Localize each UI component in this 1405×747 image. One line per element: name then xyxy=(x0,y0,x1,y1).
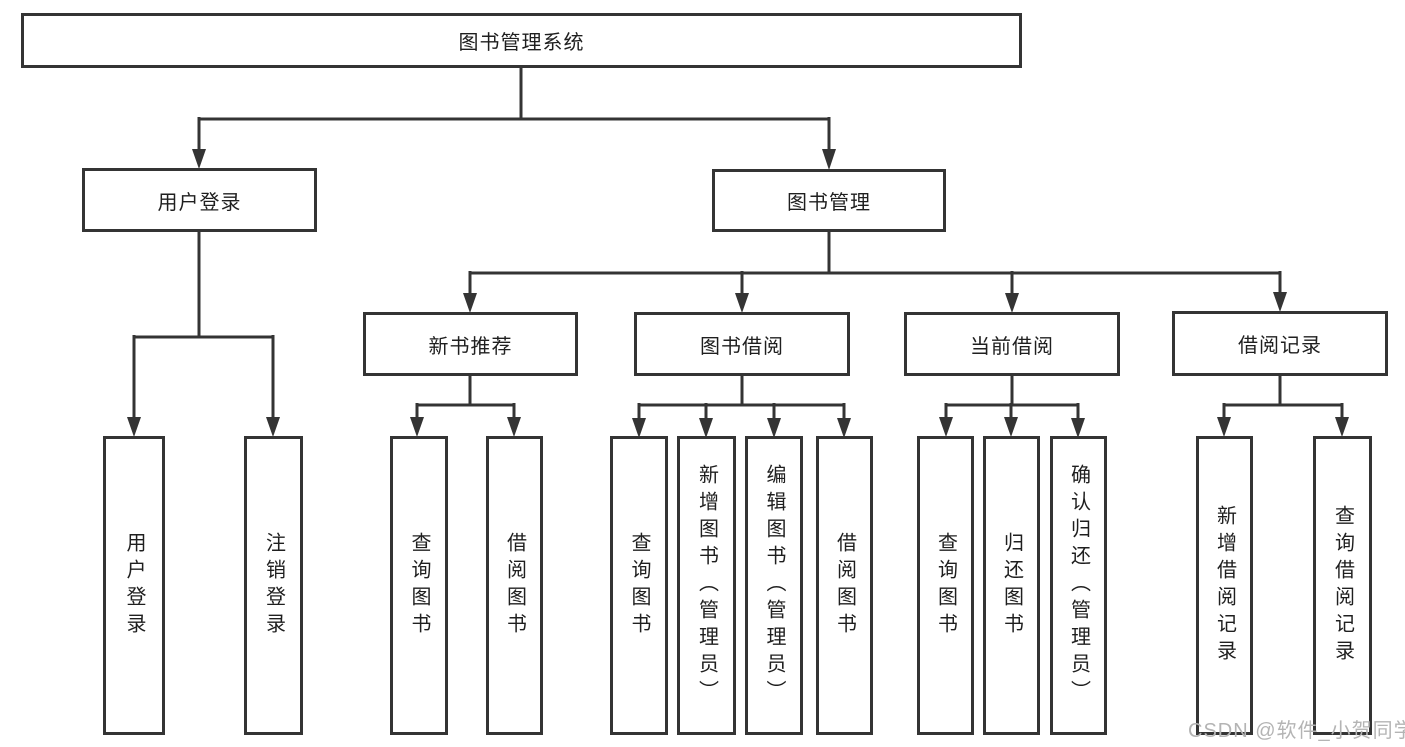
node-label: 查询图书 xyxy=(408,531,430,640)
leaf-cb-query-books: 查询图书 xyxy=(917,436,974,735)
node-label: 新书推荐 xyxy=(428,335,513,358)
csdn-watermark: CSDN @软件_小贺同学 xyxy=(1188,720,1405,742)
leaf-bb-edit-books-admin: 编辑图书（管理员） xyxy=(745,436,803,735)
leaf-user-login: 用户登录 xyxy=(103,436,165,735)
node-borrow-records: 借阅记录 xyxy=(1172,311,1388,376)
node-label: 图书管理系统 xyxy=(458,32,585,54)
node-book-borrow: 图书借阅 xyxy=(634,312,850,376)
node-system-root: 图书管理系统 xyxy=(21,13,1022,68)
leaf-bb-borrow-books: 借阅图书 xyxy=(816,436,873,735)
node-label: 查询图书 xyxy=(628,531,650,640)
node-label: 新增图书（管理员） xyxy=(695,464,718,707)
node-user-login: 用户登录 xyxy=(82,168,317,232)
node-label: 查询借阅记录 xyxy=(1331,504,1354,667)
node-label: 借阅图书 xyxy=(503,531,526,640)
node-current-borrow: 当前借阅 xyxy=(904,312,1120,376)
node-label: 图书借阅 xyxy=(700,335,784,358)
leaf-logout: 注销登录 xyxy=(244,436,303,735)
node-label: 归还图书 xyxy=(1000,531,1023,640)
leaf-nb-borrow-books: 借阅图书 xyxy=(486,436,543,735)
node-label: 编辑图书（管理员） xyxy=(763,464,785,707)
node-label: 用户登录 xyxy=(123,531,145,640)
leaf-cb-confirm-return-admin: 确认归还（管理员） xyxy=(1050,436,1107,735)
node-label: 当前借阅 xyxy=(970,335,1054,358)
node-label: 确认归还（管理员） xyxy=(1067,464,1090,707)
leaf-br-query-record: 查询借阅记录 xyxy=(1313,436,1372,735)
node-label: 新增借阅记录 xyxy=(1213,504,1236,667)
leaf-cb-return-books: 归还图书 xyxy=(983,436,1040,735)
leaf-nb-query-books: 查询图书 xyxy=(390,436,448,735)
node-label: 查询图书 xyxy=(934,531,957,640)
node-label: 用户登录 xyxy=(157,191,242,214)
node-book-management: 图书管理 xyxy=(712,169,946,232)
node-label: 借阅记录 xyxy=(1238,335,1322,357)
leaf-bb-query-books: 查询图书 xyxy=(610,436,668,735)
node-label: 图书管理 xyxy=(787,192,871,214)
node-new-book-recommend: 新书推荐 xyxy=(363,312,578,376)
node-label: 借阅图书 xyxy=(833,531,856,640)
leaf-br-add-record: 新增借阅记录 xyxy=(1196,436,1253,735)
leaf-bb-add-books-admin: 新增图书（管理员） xyxy=(677,436,736,735)
node-label: 注销登录 xyxy=(262,531,285,640)
